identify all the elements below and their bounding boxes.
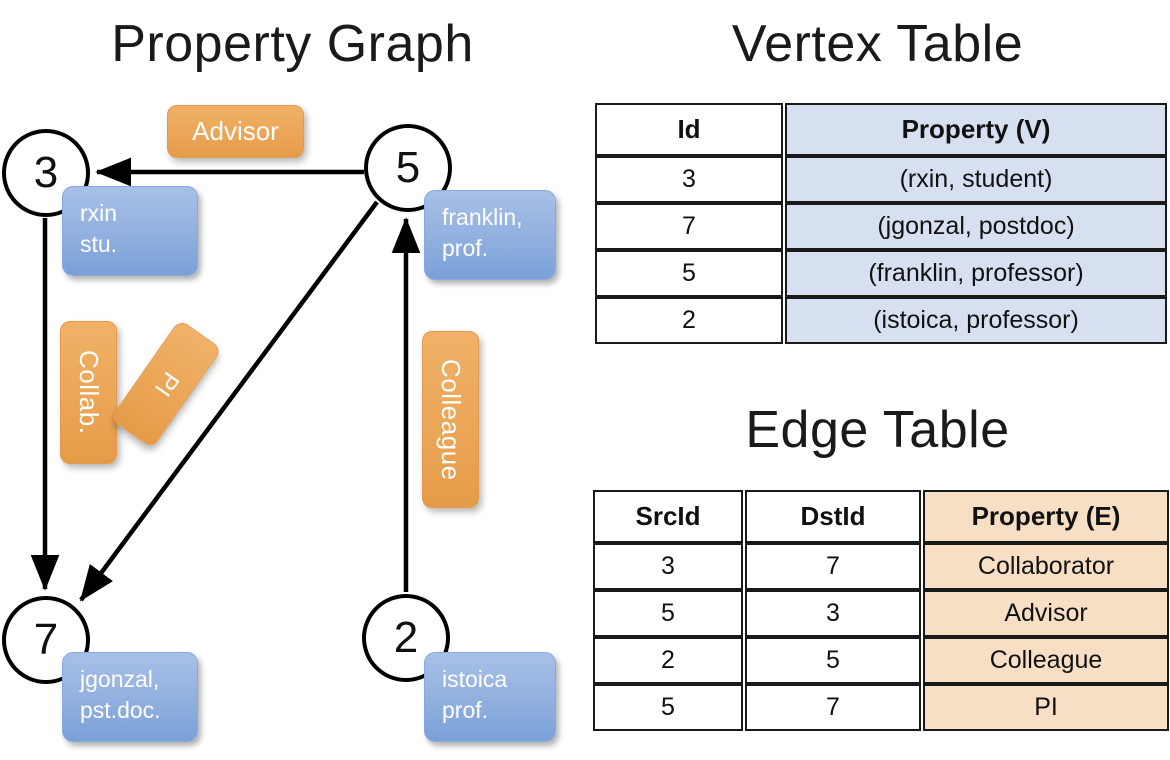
vertex-property-callout-3: rxin stu. (62, 186, 198, 276)
vertex-property-callout-7: jgonzal, pst.doc. (62, 652, 198, 742)
edge-label-chip-collab: Collab. (60, 321, 117, 464)
table-row: 3 7 Collaborator (593, 543, 1169, 590)
edge-label-text: Colleague (436, 358, 466, 481)
table-header-row: Id Property (V) (595, 103, 1167, 156)
vertex-callout-line2: stu. (80, 231, 118, 258)
cell-property: Advisor (923, 590, 1169, 637)
table-row: 5 3 Advisor (593, 590, 1169, 637)
cell-id: 7 (595, 203, 783, 250)
column-header-id: Id (595, 103, 783, 156)
cell-dstid: 5 (745, 637, 921, 684)
table-row: 2 5 Colleague (593, 637, 1169, 684)
table-row: 5 7 PI (593, 684, 1169, 731)
edge-line-5-to-7 (79, 200, 379, 602)
vertex-callout-line2: pst.doc. (80, 697, 161, 724)
page-title-vertex-table: Vertex Table (731, 15, 1024, 73)
vertex-callout-line2: prof. (442, 235, 489, 262)
column-header-property-v: Property (V) (785, 103, 1167, 156)
cell-srcid: 3 (593, 543, 743, 590)
cell-property: PI (923, 684, 1169, 731)
page-title-property-graph: Property Graph (111, 15, 474, 73)
column-header-property-e: Property (E) (923, 490, 1169, 543)
edge-label-chip-colleague: Colleague (422, 331, 479, 508)
table-row: 7 (jgonzal, postdoc) (595, 203, 1167, 250)
vertex-table: Id Property (V) 3 (rxin, student) 7 (jgo… (593, 103, 1169, 344)
vertex-property-callout-5: franklin, prof. (424, 190, 556, 280)
cell-id: 5 (595, 250, 783, 297)
cell-property: (franklin, professor) (785, 250, 1167, 297)
vertex-callout-line1: istoica (442, 666, 508, 692)
edge-table: SrcId DstId Property (E) 3 7 Collaborato… (591, 490, 1170, 731)
graph-node-2[interactable]: 2 (362, 594, 450, 682)
cell-id: 3 (595, 156, 783, 203)
graph-edge-lines (30, 157, 421, 602)
cell-srcid: 2 (593, 637, 743, 684)
cell-property: (jgonzal, postdoc) (785, 203, 1167, 250)
vertex-property-callout-2: istoica prof. (424, 652, 556, 742)
table-header-row: SrcId DstId Property (E) (593, 490, 1169, 543)
table-row: 5 (franklin, professor) (595, 250, 1167, 297)
edge-label-text: Collab. (74, 350, 104, 435)
column-header-srcid: SrcId (593, 490, 743, 543)
edge-label-text: PI (148, 366, 185, 402)
vertex-callout-line2: prof. (442, 697, 489, 724)
vertex-callout-line1: franklin, (442, 204, 523, 230)
vertex-callout-line1: jgonzal, (80, 666, 160, 692)
cell-property: Collaborator (923, 543, 1169, 590)
column-header-dstid: DstId (745, 490, 921, 543)
edge-label-chip-advisor: Advisor (167, 105, 304, 158)
cell-srcid: 5 (593, 684, 743, 731)
cell-dstid: 7 (745, 543, 921, 590)
graph-node-5[interactable]: 5 (364, 124, 452, 212)
cell-dstid: 7 (745, 684, 921, 731)
property-graph-diagram: 3 5 7 2 rxin stu. franklin, prof. jgonza… (2, 105, 556, 742)
table-row: 2 (istoica, professor) (595, 297, 1167, 344)
cell-property: (istoica, professor) (785, 297, 1167, 344)
vertex-callout-line1: rxin (80, 200, 118, 226)
cell-srcid: 5 (593, 590, 743, 637)
page-title-edge-table: Edge Table (745, 401, 1010, 459)
cell-property: (rxin, student) (785, 156, 1167, 203)
cell-property: Colleague (923, 637, 1169, 684)
cell-dstid: 3 (745, 590, 921, 637)
table-row: 3 (rxin, student) (595, 156, 1167, 203)
cell-id: 2 (595, 297, 783, 344)
